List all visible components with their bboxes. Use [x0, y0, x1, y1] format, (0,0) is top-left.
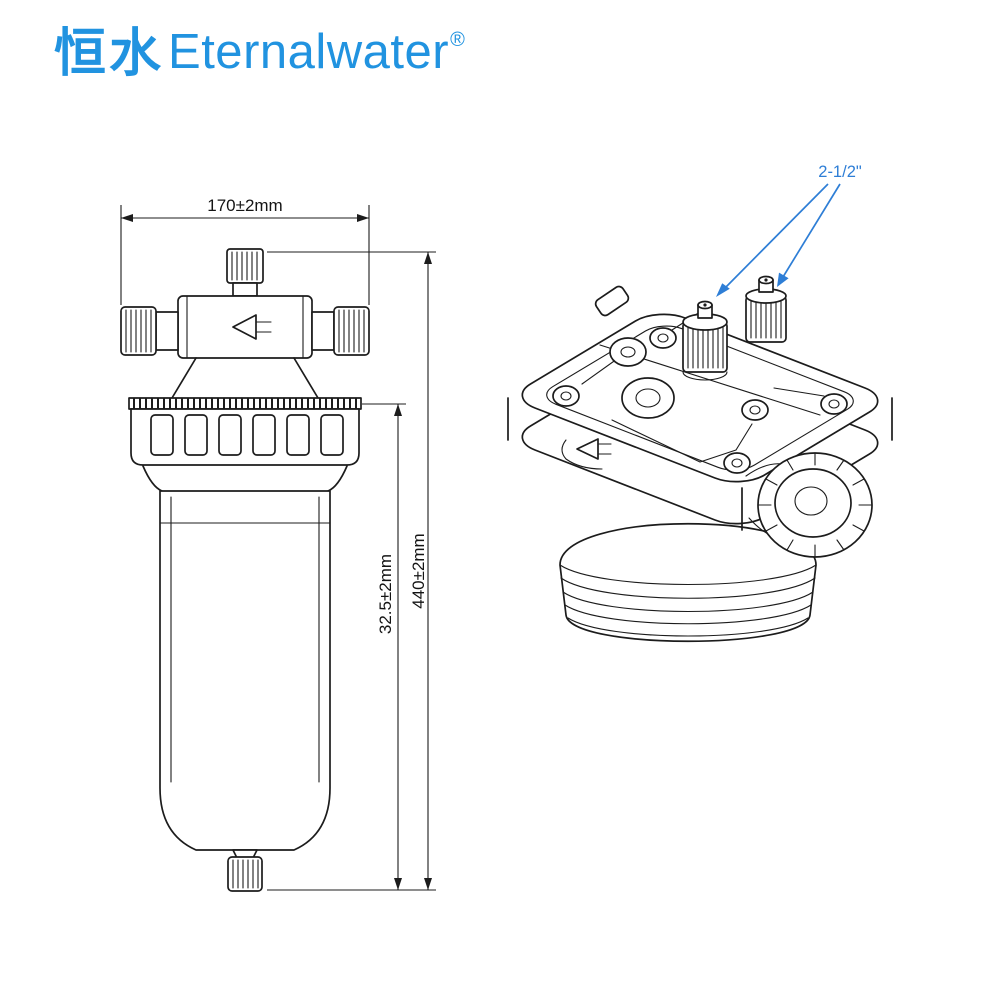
registered-mark-icon: ® [450, 29, 465, 51]
filter-bowl [159, 490, 331, 851]
top-vent-nut [226, 248, 264, 297]
inlet-port-nut [120, 306, 179, 356]
dim-height-label: 440±2mm [409, 533, 428, 608]
port-size-label: 2-1/2" [818, 163, 862, 181]
dimension-width: 170±2mm [120, 196, 370, 305]
iso-threaded-collar [559, 522, 817, 643]
iso-plate-edges [507, 397, 893, 531]
dimension-bowl: 32.5±2mm [362, 403, 406, 890]
port-size-callout: 2-1/2" [716, 163, 862, 297]
brand-logo-name: Eternalwater [168, 25, 450, 79]
iso-flow-arrow-icon [561, 438, 612, 470]
iso-side-port-nut [745, 452, 873, 558]
iso-clip-tab [594, 285, 630, 317]
brand-logo: 恒水 Eternalwater ® [54, 24, 465, 84]
iso-corner-bosses [552, 327, 848, 474]
iso-rear-port [745, 275, 787, 343]
dim-bowl-label: 32.5±2mm [376, 554, 395, 634]
flow-arrow-icon [232, 314, 272, 340]
bowl-shoulder [142, 465, 348, 492]
filter-iso-view: 2-1/2" [507, 163, 893, 643]
outlet-port-nut [311, 306, 370, 356]
head-neck [171, 357, 319, 399]
iso-front-port [682, 300, 728, 381]
dim-width-label: 170±2mm [207, 196, 282, 215]
filter-front-view: 170±2mm 440±2mm 32.5±2mm [120, 196, 436, 892]
drain-nut [227, 849, 263, 892]
filter-head [177, 295, 313, 359]
brand-logo-cjk: 恒水 [54, 24, 165, 84]
ring-nut-band [130, 408, 360, 466]
dimension-height: 440±2mm [267, 251, 436, 891]
ring-nut-flange [128, 397, 362, 410]
